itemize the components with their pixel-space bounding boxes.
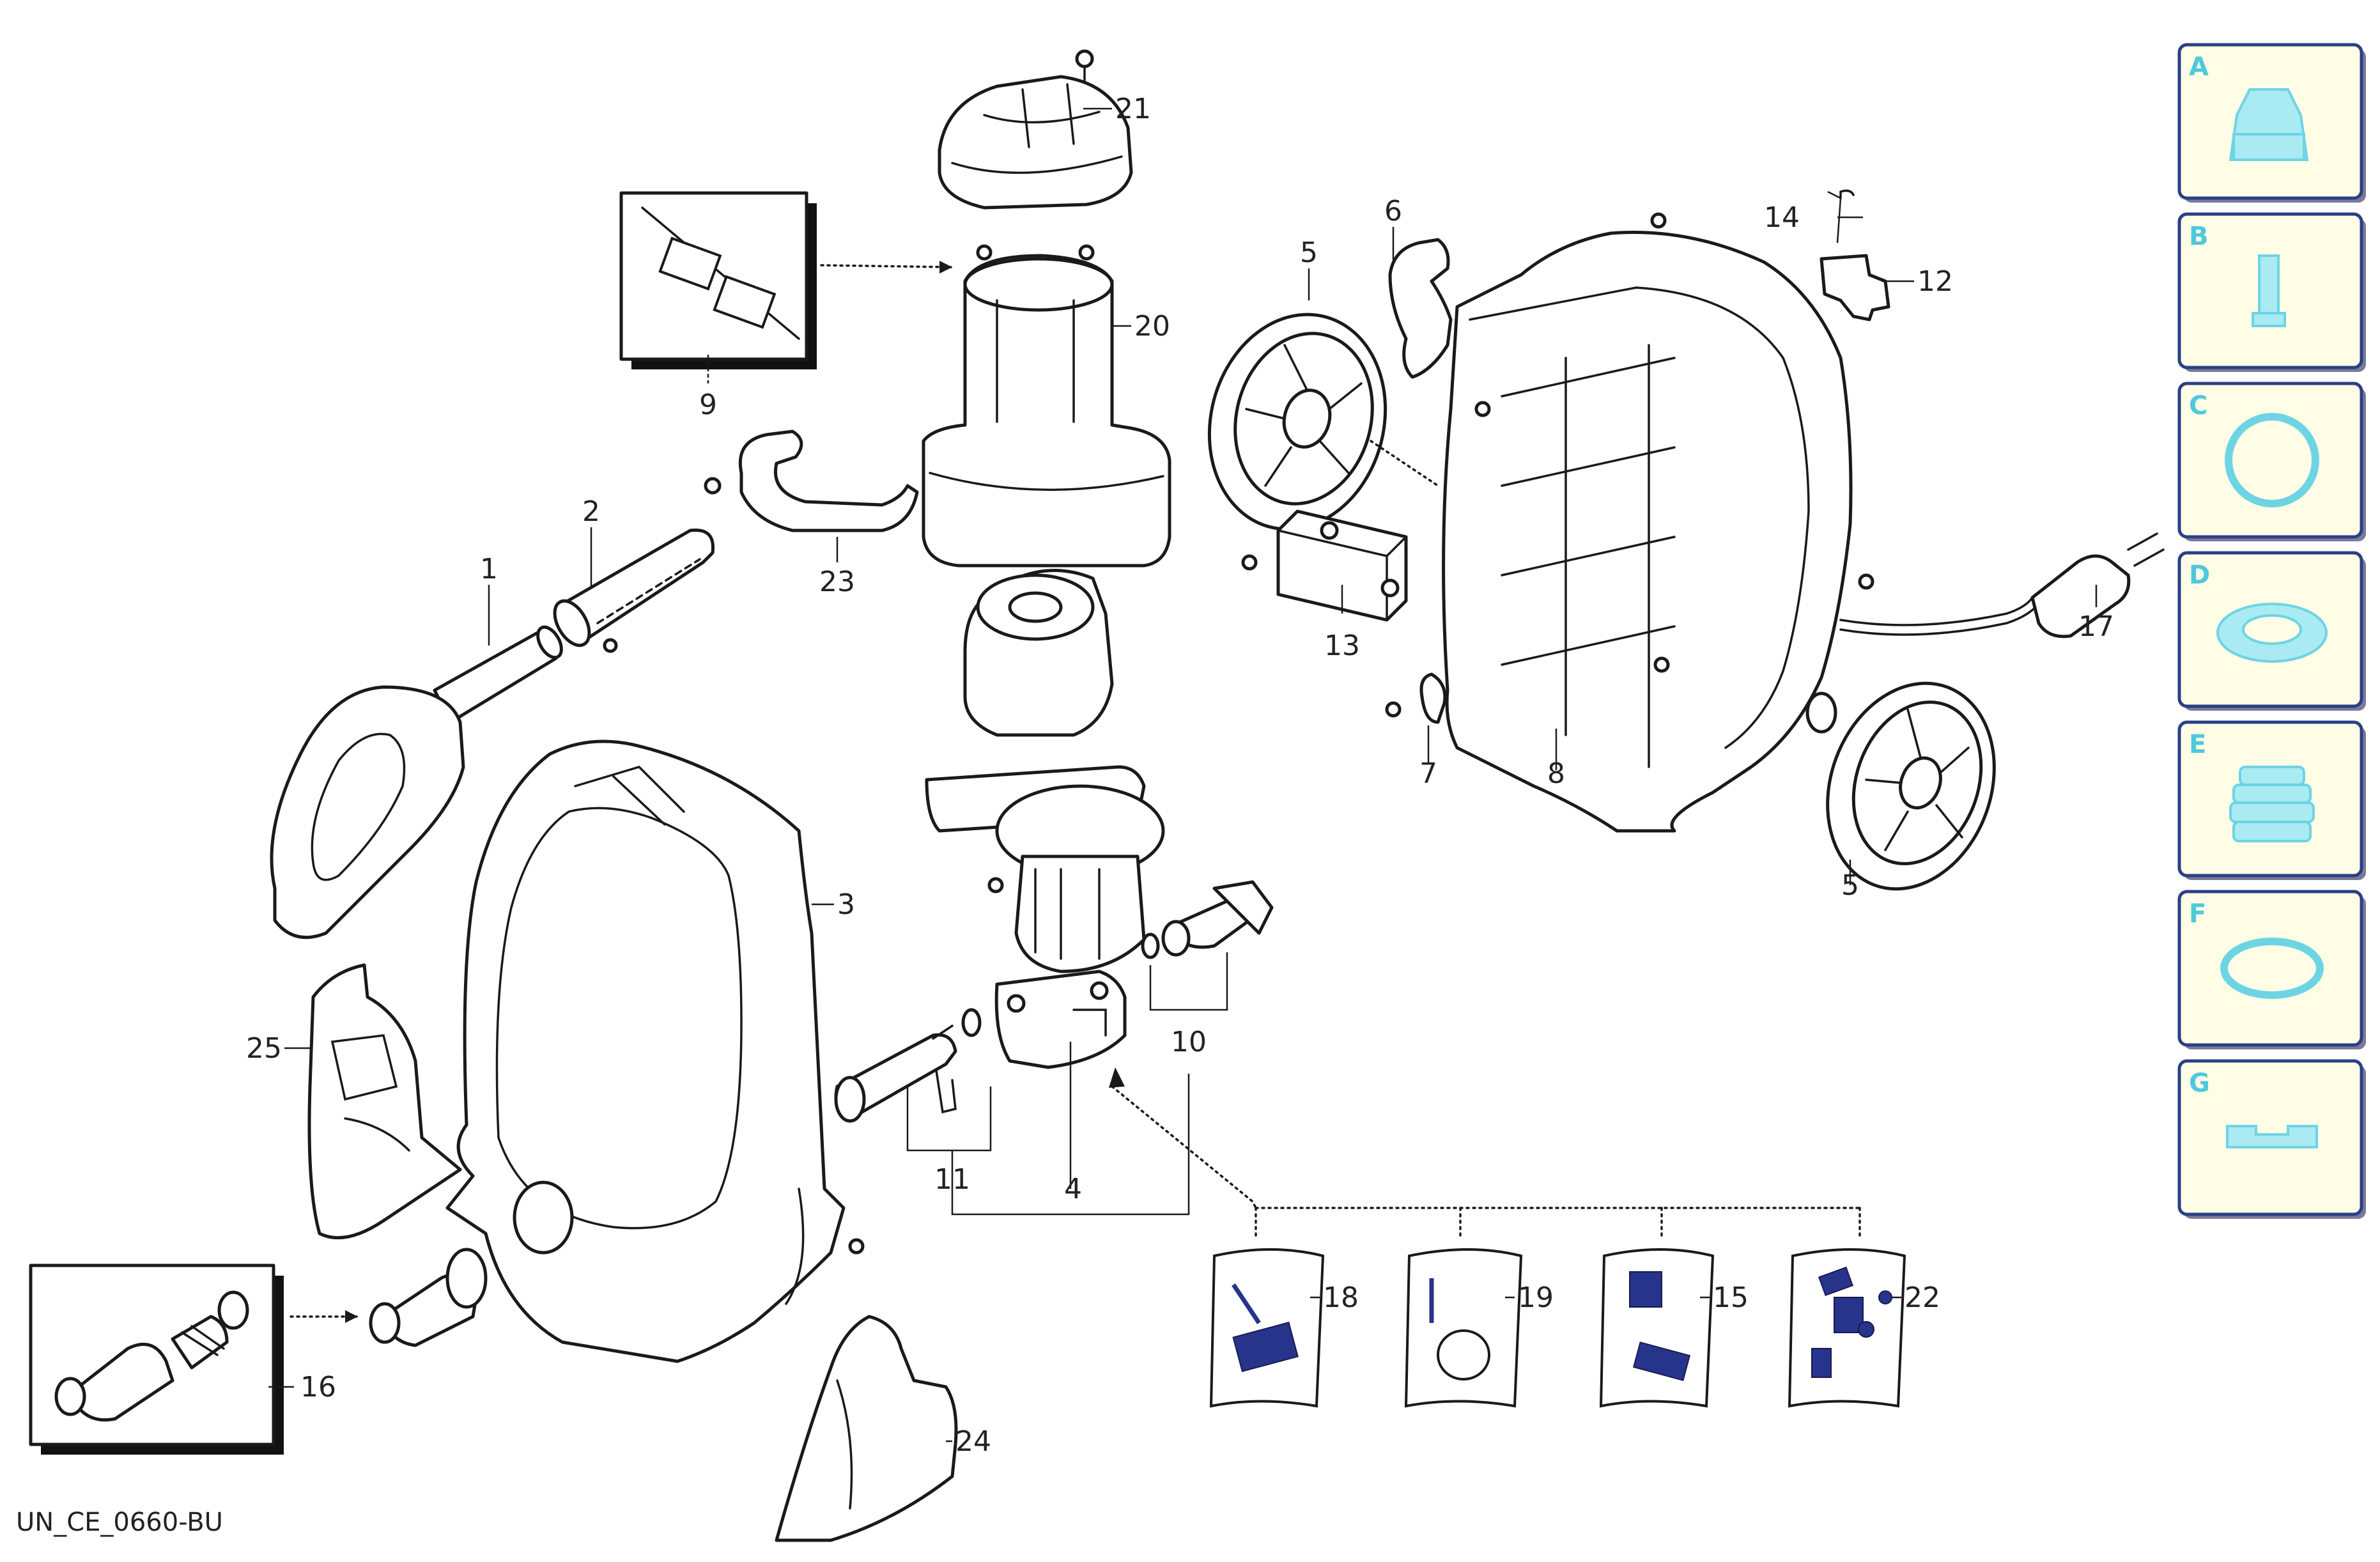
callout-leaders	[268, 107, 2098, 1442]
small-bracket-part	[1385, 672, 1447, 724]
callout-18: 18	[1323, 1281, 1359, 1314]
motor-housing-part	[922, 244, 1171, 568]
bellows-icon	[2229, 766, 2315, 842]
callout-9: 9	[699, 389, 717, 421]
side-panel-part	[307, 963, 462, 1240]
callout-13: 13	[1324, 630, 1360, 662]
flat-seal-icon	[2226, 1125, 2318, 1148]
handle-tube-part	[433, 625, 563, 724]
outlet-valve-part	[1141, 880, 1274, 959]
cable-hook-part	[1388, 238, 1453, 379]
legend-item-e[interactable]: E	[2177, 720, 2366, 880]
callout-15: 15	[1713, 1281, 1749, 1314]
legend-letter-e: E	[2189, 730, 2206, 759]
callout-24: 24	[955, 1425, 991, 1458]
legend-letter-g: G	[2189, 1069, 2210, 1098]
legend-panel: A B C	[2177, 43, 2366, 1219]
callout-14: 14	[1764, 201, 1800, 234]
kit-18-bag	[1209, 1248, 1325, 1408]
piston-icon	[2252, 254, 2286, 327]
kit-22-bag	[1788, 1248, 1906, 1408]
power-cord-part	[1839, 532, 2165, 638]
callout-19: 19	[1518, 1281, 1554, 1314]
legend-item-d[interactable]: D	[2177, 551, 2366, 711]
legend-item-g[interactable]: G	[2177, 1059, 2366, 1219]
nozzle-cap-icon	[2229, 88, 2309, 161]
legend-letter-b: B	[2189, 222, 2209, 251]
callout-8: 8	[1547, 757, 1565, 790]
legend-letter-d: D	[2189, 561, 2210, 590]
hose-connector-inset	[29, 1264, 284, 1455]
handle-sleeve-part	[553, 528, 715, 653]
legend-letter-c: C	[2189, 391, 2207, 421]
o-ring-icon	[2225, 413, 2319, 507]
callout-21: 21	[1115, 93, 1151, 125]
callout-1: 1	[480, 553, 498, 585]
callout-6: 6	[1384, 195, 1402, 228]
wheel-part-rear	[1207, 313, 1387, 531]
callout-23: 23	[819, 566, 855, 598]
bottom-cover-part	[775, 1315, 958, 1542]
callout-4: 4	[1064, 1173, 1082, 1205]
legend-item-c[interactable]: C	[2177, 382, 2366, 541]
callout-7: 7	[1419, 757, 1437, 790]
callout-2: 2	[582, 495, 600, 528]
callout-5-front-wheel: 5	[1841, 869, 1859, 902]
callout-3: 3	[837, 888, 855, 921]
callout-12: 12	[1917, 265, 1953, 298]
callout-17: 17	[2078, 610, 2114, 643]
wheel-part-front	[1826, 681, 1996, 891]
callout-22: 22	[1905, 1281, 1940, 1314]
legend-item-b[interactable]: B	[2177, 212, 2366, 372]
callout-20: 20	[1134, 310, 1170, 343]
kit-15-bag	[1599, 1248, 1715, 1408]
handle-bracket-part	[704, 429, 919, 532]
switch-box-part	[1241, 509, 1408, 622]
seal-ring-icon	[2216, 603, 2328, 663]
pump-motor-assembly	[925, 569, 1165, 1069]
legend-item-f[interactable]: F	[2177, 890, 2366, 1049]
callout-10: 10	[1171, 1026, 1207, 1058]
callout-11: 11	[934, 1163, 970, 1196]
kit-19-bag	[1404, 1248, 1523, 1408]
callout-5-rear-wheel: 5	[1300, 236, 1318, 269]
front-housing-part	[445, 739, 865, 1363]
legend-letter-f: F	[2189, 899, 2206, 929]
motor-cap-part	[938, 75, 1133, 210]
hose-coupling-part	[369, 1248, 488, 1347]
flat-ring-icon	[2220, 938, 2324, 999]
handle-grip-part	[270, 685, 465, 940]
callout-16: 16	[300, 1371, 336, 1403]
drawing-reference: UN_CE_0660-BU	[16, 1508, 223, 1537]
rear-housing-part	[1442, 212, 1853, 833]
legend-item-a[interactable]: A	[2177, 43, 2366, 203]
inlet-pipe-part	[834, 1008, 982, 1123]
legend-letter-a: A	[2189, 52, 2209, 82]
cable-clamp-part	[1820, 189, 1890, 321]
carbon-brush-inset	[619, 191, 817, 383]
cap-screw-part	[1075, 49, 1094, 83]
callout-25: 25	[246, 1032, 282, 1065]
